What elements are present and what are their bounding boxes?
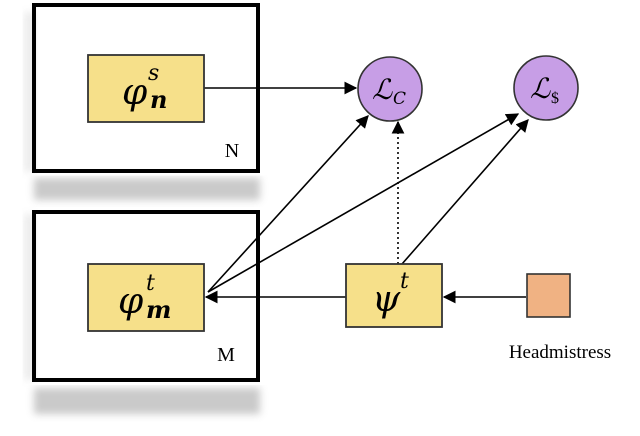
plate-m: M	[32, 210, 260, 382]
loss-c-subscript: C	[393, 89, 406, 109]
node-loss-dollar: ℒ $	[513, 55, 579, 121]
edges	[204, 81, 529, 304]
node-phi-s-n: φ s n	[87, 54, 205, 123]
node-psi-t: ψ t	[345, 263, 443, 328]
phi-s-superscript: s	[148, 61, 159, 86]
loss-dollar-base: ℒ	[530, 72, 551, 105]
node-phi-t-m: φ t m	[87, 263, 205, 332]
phi-s-subscript: n	[150, 85, 167, 114]
node-loss-c: ℒ C	[357, 56, 423, 122]
psi-t-superscript: t	[400, 269, 409, 294]
edge-phi-t-to-loss-c	[207, 115, 369, 293]
edge-psi-t-to-loss-dollar	[401, 119, 529, 265]
node-headmistress: Headmistress	[509, 273, 611, 363]
headmistress-label: Headmistress	[509, 342, 611, 363]
phi-t-subscript: m	[146, 295, 171, 324]
phi-s-base: φ	[122, 72, 148, 113]
plate-m-label: M	[217, 344, 235, 366]
phi-t-superscript: t	[146, 271, 155, 296]
psi-t-base: ψ	[372, 279, 401, 320]
loss-dollar-subscript: $	[551, 90, 559, 107]
loss-c-base: ℒ	[372, 73, 393, 106]
plate-n-label: N	[225, 140, 239, 162]
edge-phi-t-to-loss-dollar	[207, 113, 520, 293]
svg-text:φ: φ	[122, 72, 148, 113]
phi-t-base: φ	[118, 281, 144, 322]
